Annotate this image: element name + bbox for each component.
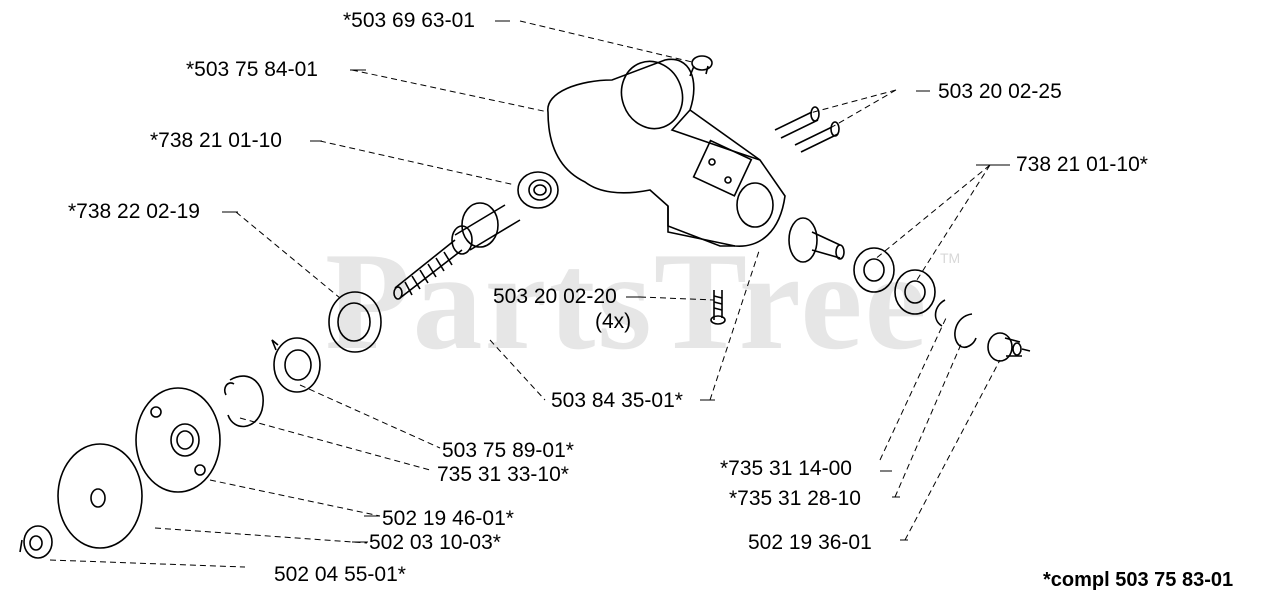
label-quantity-4x: (4x)	[595, 310, 632, 333]
pinion-gear	[788, 217, 845, 263]
label-503-75-84-01: *503 75 84-01	[186, 58, 318, 81]
label-738-21-01-10-right: 738 21 01-10*	[1016, 153, 1148, 176]
washer-tab	[271, 337, 321, 393]
label-compl-assembly: *compl 503 75 83-01	[1043, 569, 1234, 591]
bolt-4x	[710, 290, 726, 325]
label-503-69-63-01: *503 69 63-01	[343, 9, 475, 32]
circlip-left	[223, 375, 264, 428]
label-738-21-01-10-left: *738 21 01-10	[150, 129, 282, 152]
label-503-75-89-01: 503 75 89-01*	[442, 439, 574, 462]
label-735-31-14-00: *735 31 14-00	[720, 457, 852, 480]
bearing-right-2	[894, 269, 936, 315]
label-502-19-46-01: 502 19 46-01*	[382, 507, 514, 530]
label-503-20-02-20: 503 20 02-20	[493, 285, 617, 308]
clamp-screws	[774, 106, 840, 153]
snap-ring-right-1	[934, 299, 946, 327]
cap-right	[987, 332, 1031, 362]
bearing-right-1	[853, 247, 895, 293]
drive-shaft	[393, 202, 521, 300]
nut-left	[19, 525, 53, 559]
support-cup	[57, 443, 143, 549]
gear-housing	[547, 58, 786, 247]
label-502-03-10-03: 502 03 10-03*	[369, 531, 501, 554]
label-738-22-02-19: *738 22 02-19	[68, 200, 200, 223]
thrust-plate	[135, 387, 221, 493]
trademark-mark: TM	[940, 250, 961, 266]
label-502-04-55-01: 502 04 55-01*	[274, 563, 406, 586]
screw-top	[689, 55, 713, 77]
label-735-31-33-10: 735 31 33-10*	[437, 463, 569, 486]
snap-ring-right-2	[954, 313, 977, 349]
label-502-19-36-01: 502 19 36-01	[748, 531, 872, 554]
label-503-20-02-25: 503 20 02-25	[938, 80, 1062, 103]
label-503-84-35-01: 503 84 35-01*	[551, 389, 683, 412]
label-735-31-28-10: *735 31 28-10	[729, 487, 861, 510]
seal-ring	[328, 291, 382, 353]
bearing-upper-left	[517, 171, 559, 209]
